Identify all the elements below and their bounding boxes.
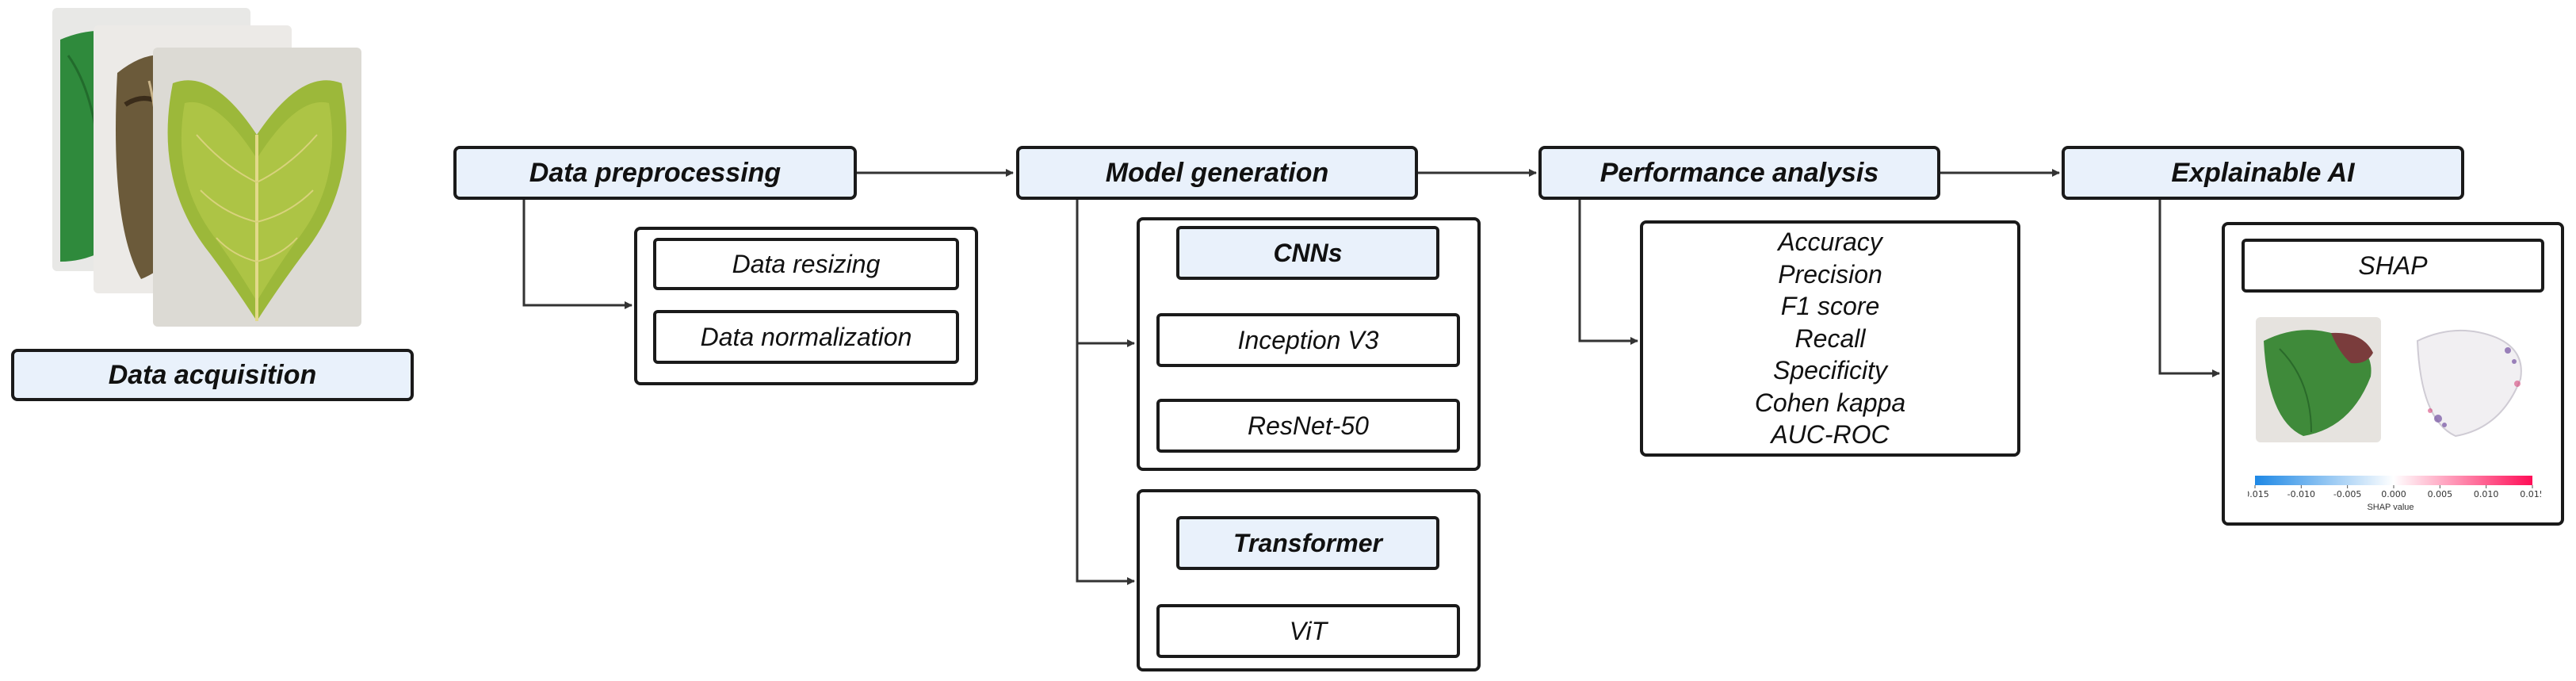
shap-explanation-image [2406, 317, 2532, 442]
shap-input-leaf-image [2256, 317, 2381, 442]
stage-data-preprocessing: Data preprocessing [453, 146, 857, 200]
stage-model-generation: Model generation [1016, 146, 1418, 200]
metric-precision: Precision [1778, 259, 1882, 289]
stage-performance-analysis: Performance analysis [1538, 146, 1940, 200]
leaf-icon [153, 48, 361, 327]
colorbar-tick-label: 0.000 [2381, 489, 2406, 499]
shap-heatmap-icon [2406, 317, 2532, 442]
step-data-normalization: Data normalization [653, 310, 959, 364]
model-inception-v3: Inception V3 [1156, 313, 1460, 367]
colorbar-tick-label: 0.015 [2520, 489, 2541, 499]
metric-accuracy: Accuracy [1778, 228, 1882, 257]
leaf-icon [2256, 317, 2381, 442]
leaf-image-yellowing [153, 48, 361, 327]
colorbar-tick-label: 0.010 [2474, 489, 2499, 499]
metrics-list: Accuracy Precision F1 score Recall Speci… [1640, 220, 2020, 457]
branch-preprocessing [522, 200, 633, 309]
shap-colorbar: -0.015 -0.010 -0.005 0.000 0.005 0.010 0.015 [2248, 476, 2541, 499]
colorbar-tick-label: -0.010 [2287, 489, 2315, 499]
shap-colorbar-label: SHAP value [2367, 503, 2414, 512]
metric-recall: Recall [1794, 323, 1866, 353]
xai-method-shap: SHAP [2242, 239, 2544, 293]
branch-performance [1578, 200, 1638, 345]
model-resnet-50: ResNet-50 [1156, 399, 1460, 453]
model-vit: ViT [1156, 604, 1460, 658]
transformer-title: Transformer [1176, 516, 1439, 570]
stage-explainable-ai: Explainable AI [2062, 146, 2464, 200]
colorbar-tick-label: -0.005 [2333, 489, 2361, 499]
metric-auc-roc: AUC-ROC [1771, 420, 1890, 450]
branch-xai [2158, 200, 2220, 377]
colorbar-tick-label: 0.005 [2428, 489, 2453, 499]
step-data-resizing: Data resizing [653, 238, 959, 290]
metric-f1-score: F1 score [1780, 292, 1880, 321]
branch-model-trunk [1076, 200, 1135, 585]
stage-data-acquisition: Data acquisition [11, 349, 414, 401]
metric-specificity: Specificity [1772, 356, 1888, 385]
metric-cohen-kappa: Cohen kappa [1754, 388, 1906, 417]
cnn-title: CNNs [1176, 226, 1439, 280]
colorbar-tick-label: -0.015 [2248, 489, 2269, 499]
